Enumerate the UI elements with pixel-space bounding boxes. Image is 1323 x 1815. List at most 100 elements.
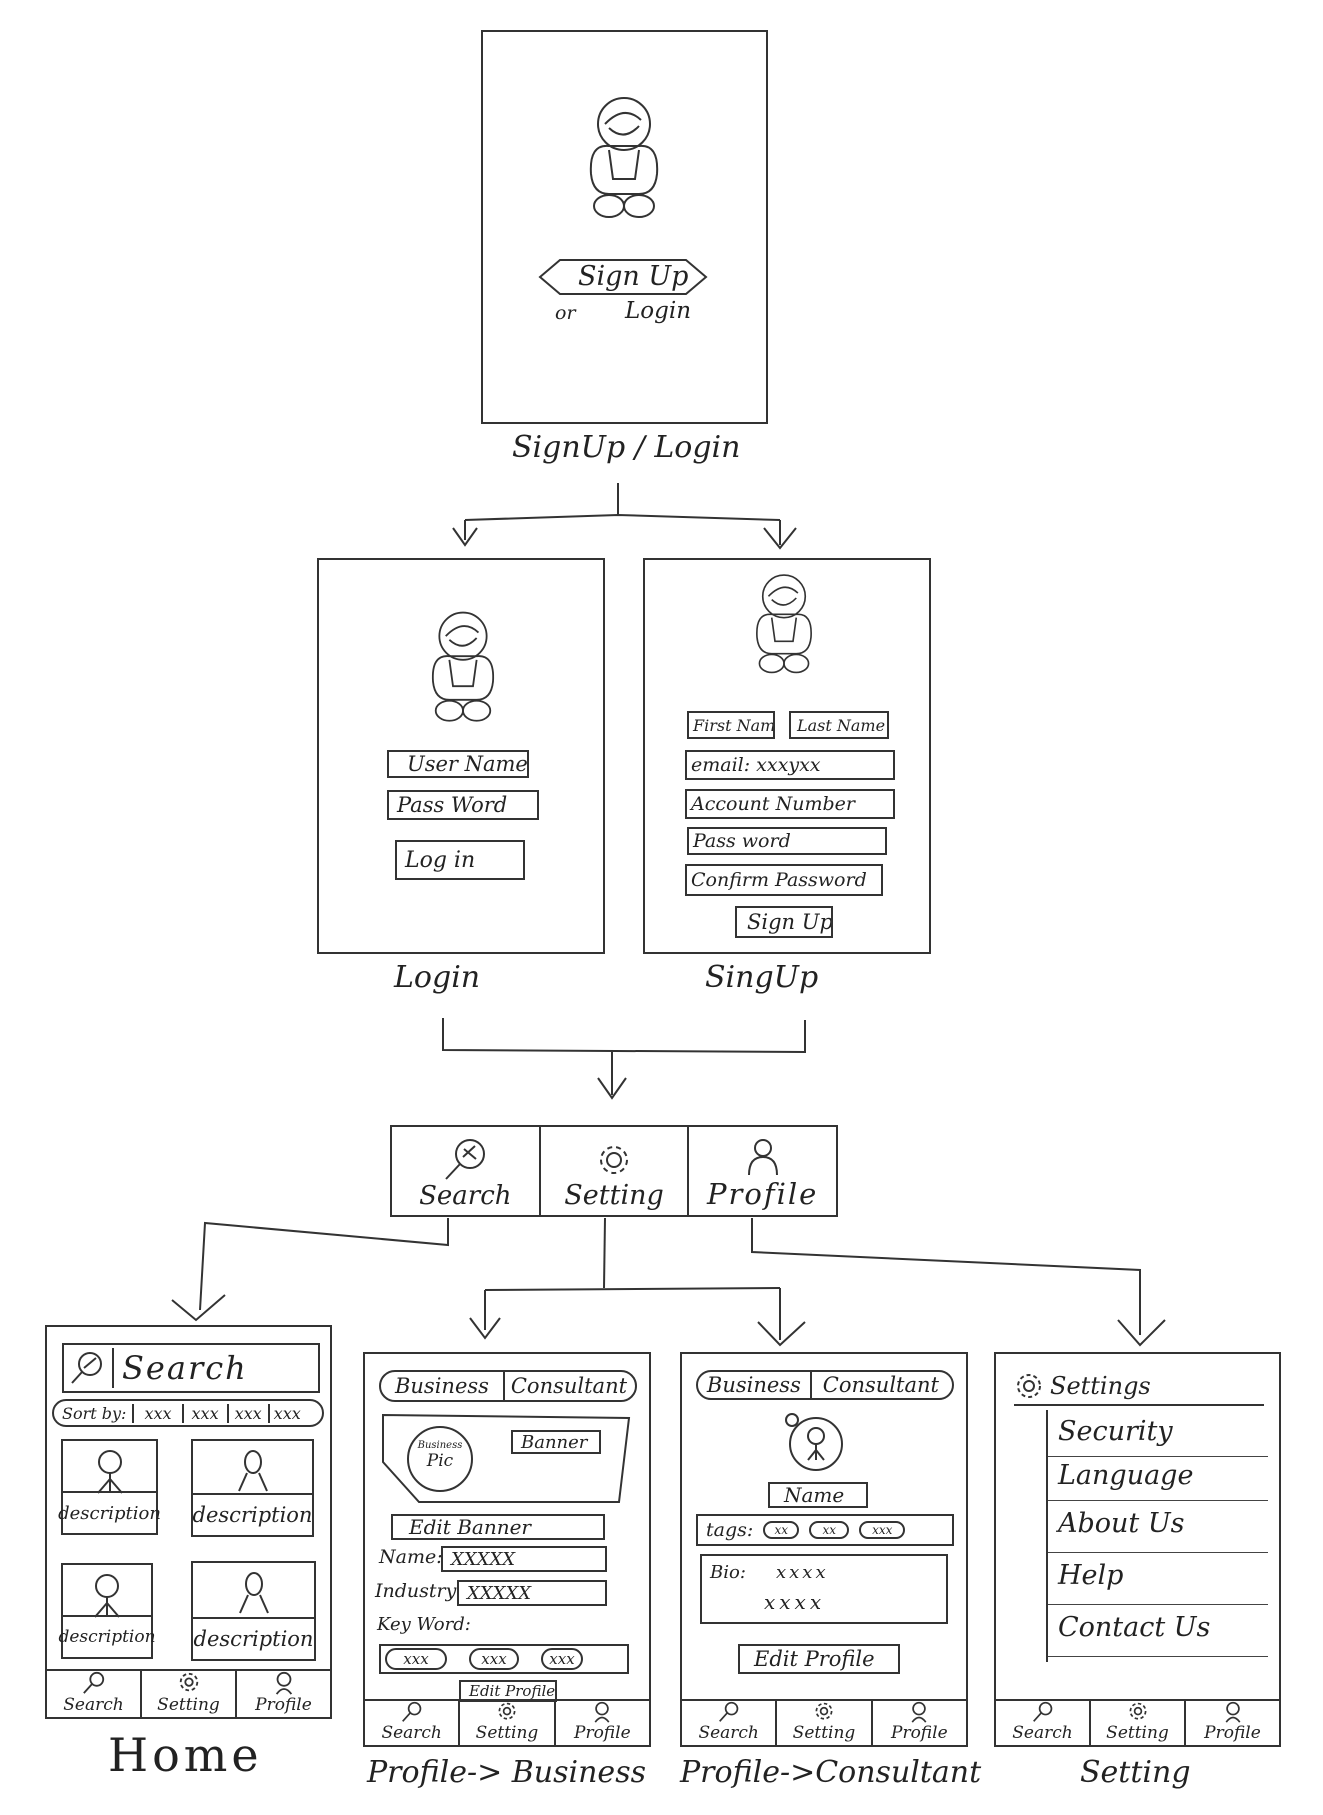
settings-screen: Settings Security Language About Us Help…	[994, 1352, 1281, 1747]
sort-by-label: Sort by:	[62, 1403, 127, 1423]
tab-search[interactable]: Search	[365, 1701, 461, 1745]
bio-label: Bio:	[710, 1562, 746, 1583]
search-placeholder: Search	[122, 1349, 248, 1387]
nav-profile-label: Profile	[707, 1177, 819, 1211]
nav-search-tab[interactable]: Search	[392, 1127, 541, 1215]
name-field[interactable]: Name	[768, 1482, 868, 1508]
banner-label: Banner	[511, 1430, 601, 1454]
person-icon	[237, 1450, 268, 1492]
settings-item-language[interactable]: Language	[1048, 1460, 1268, 1501]
tab-search[interactable]: Search	[996, 1701, 1091, 1745]
email-field[interactable]: email: xxxyxx	[685, 750, 895, 780]
keyword-chip[interactable]: xxx	[469, 1648, 519, 1670]
industry-field[interactable]: XXXXX	[457, 1580, 607, 1606]
edit-profile-button[interactable]: Edit Profile	[738, 1644, 900, 1674]
keyword-row: xxx xxx xxx	[379, 1644, 629, 1674]
result-card[interactable]: description	[191, 1561, 316, 1661]
login-link[interactable]: Login	[625, 298, 692, 324]
name-field[interactable]: XXXXX	[441, 1546, 607, 1572]
tab-setting[interactable]: Setting	[1091, 1701, 1186, 1745]
tab-profile[interactable]: Profile	[1186, 1701, 1279, 1745]
password-field[interactable]: Pass word	[687, 827, 887, 855]
tab-setting[interactable]: Setting	[460, 1701, 556, 1745]
caption-setting: Setting	[1080, 1755, 1191, 1790]
avatar[interactable]	[782, 1410, 846, 1474]
signup-screen: First Name Last Name email: xxxyxx Accou…	[643, 558, 931, 954]
banner-area: Business Pic Banner	[379, 1412, 633, 1506]
username-field[interactable]: User Name	[387, 750, 529, 778]
tab-profile[interactable]: Profile	[237, 1671, 330, 1717]
tab-profile-label: Profile	[891, 1723, 948, 1743]
settings-item-contact-us[interactable]: Contact Us	[1048, 1612, 1268, 1657]
search-icon	[401, 1701, 421, 1722]
tab-search[interactable]: Search	[47, 1671, 142, 1717]
login-button[interactable]: Log in	[395, 840, 525, 880]
search-bar[interactable]: Search	[62, 1343, 320, 1393]
signup-button[interactable]: Sign Up	[735, 906, 833, 938]
tab-profile[interactable]: Profile	[873, 1701, 966, 1745]
tag-chip[interactable]: xxx	[859, 1521, 906, 1539]
tab-setting[interactable]: Setting	[777, 1701, 873, 1745]
mascot-icon	[431, 611, 495, 722]
nav-profile-tab[interactable]: Profile	[689, 1127, 836, 1215]
bio-line-1: xxxx	[776, 1562, 829, 1583]
tab-consultant[interactable]: Consultant	[510, 1374, 628, 1398]
edit-profile-button[interactable]: Edit Profile	[459, 1680, 557, 1702]
person-icon	[594, 1701, 610, 1723]
last-name-field[interactable]: Last Name	[789, 711, 889, 739]
sort-option[interactable]: xxx	[226, 1403, 268, 1423]
tab-setting[interactable]: Setting	[142, 1671, 237, 1717]
caption-signup-login: SignUp / Login	[512, 430, 741, 465]
password-field[interactable]: Pass Word	[387, 790, 539, 820]
settings-item-about-us[interactable]: About Us	[1048, 1508, 1268, 1553]
keyword-chip[interactable]: xxx	[385, 1648, 447, 1670]
tab-profile-label: Profile	[255, 1695, 312, 1715]
gear-icon	[815, 1702, 833, 1720]
tab-business[interactable]: Business	[381, 1372, 505, 1400]
search-icon	[1032, 1701, 1052, 1722]
search-icon	[718, 1701, 738, 1722]
nav-setting-tab[interactable]: Setting	[541, 1127, 690, 1215]
bottom-tab-bar: Search Setting Profile	[996, 1699, 1279, 1745]
confirm-password-field[interactable]: Confirm Password	[685, 864, 883, 896]
result-card[interactable]: description	[58, 1439, 161, 1535]
signup-button[interactable]: Sign Up	[538, 257, 708, 297]
sort-option[interactable]: xxx	[181, 1403, 227, 1423]
settings-item-security[interactable]: Security	[1048, 1416, 1268, 1457]
account-number-field[interactable]: Account Number	[685, 789, 895, 819]
bottom-tab-bar: Search Setting Profile	[682, 1699, 966, 1745]
tag-chip[interactable]: xx	[809, 1521, 850, 1539]
nav-bar: Search Setting Profile	[390, 1125, 838, 1217]
keyword-chip[interactable]: xxx	[541, 1648, 583, 1670]
business-pic-label: Pic	[426, 1451, 454, 1471]
tab-profile[interactable]: Profile	[556, 1701, 649, 1745]
tab-search-label: Search	[698, 1723, 759, 1743]
result-card[interactable]: description	[58, 1563, 156, 1659]
edit-banner-button[interactable]: Edit Banner	[391, 1514, 605, 1540]
tab-setting-label: Setting	[475, 1723, 539, 1743]
business-pic-small-label: Business	[417, 1440, 463, 1451]
mascot-icon	[589, 97, 659, 218]
signup-button-label: Sign Up	[578, 261, 689, 292]
business-pic[interactable]: Business Pic	[407, 1426, 473, 1492]
person-icon	[96, 1450, 123, 1494]
keyword-label: Key Word:	[377, 1614, 471, 1635]
tab-search[interactable]: Search	[682, 1701, 778, 1745]
person-icon	[911, 1701, 927, 1723]
gear-icon	[1017, 1374, 1041, 1398]
tab-search-label: Search	[63, 1695, 124, 1715]
search-icon	[82, 1671, 104, 1694]
first-name-field[interactable]: First Name	[687, 711, 775, 739]
settings-item-help[interactable]: Help	[1048, 1560, 1268, 1605]
consultant-profile-screen: Business Consultant Name tags: xx xx xxx…	[680, 1352, 968, 1747]
sort-option[interactable]: xxx	[132, 1403, 181, 1423]
tag-chip[interactable]: xx	[763, 1521, 800, 1539]
caption-login: Login	[394, 960, 481, 995]
tab-setting-label: Setting	[1106, 1723, 1169, 1743]
profile-type-toggle: Business Consultant	[696, 1370, 954, 1400]
tab-business[interactable]: Business	[698, 1372, 812, 1398]
sort-option[interactable]: xxx	[267, 1403, 305, 1423]
tab-consultant[interactable]: Consultant	[822, 1373, 939, 1397]
result-card[interactable]: description	[191, 1439, 314, 1537]
